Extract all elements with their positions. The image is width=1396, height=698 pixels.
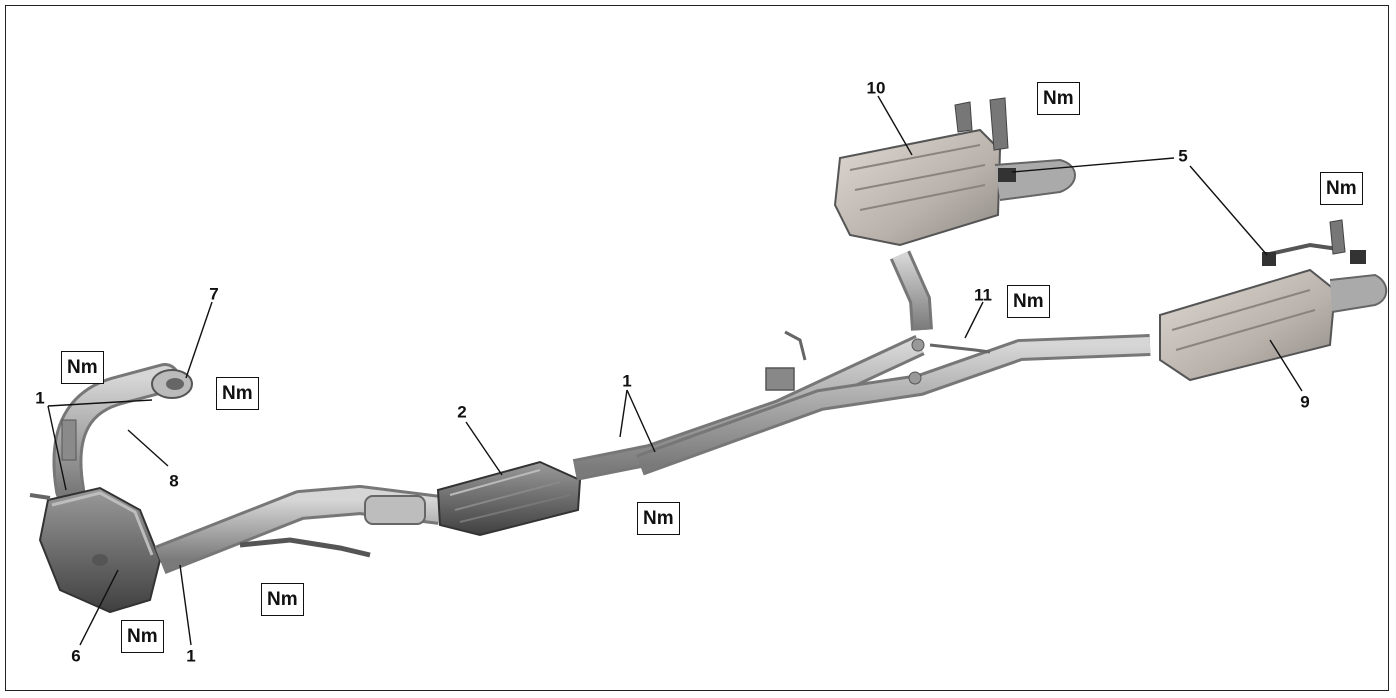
callout-8: 8 <box>169 471 179 491</box>
torque-box-hanger-11: Nm <box>1007 285 1050 318</box>
leader-lines <box>47 95 1303 646</box>
torque-box-converter: Nm <box>121 620 164 653</box>
callout-7: 7 <box>209 284 219 304</box>
torque-box-front-flange: Nm <box>216 377 259 410</box>
torque-box-front-left: Nm <box>61 351 104 384</box>
front-pipe-8 <box>52 363 193 505</box>
callout-6: 6 <box>71 646 81 666</box>
callout-1-front-flange: 1 <box>35 388 45 408</box>
catalytic-converter-6 <box>29 486 162 614</box>
rear-twin-pipes <box>572 330 1151 481</box>
rear-muffler-9 <box>1159 219 1388 382</box>
torque-box-muffler-9: Nm <box>1320 172 1363 205</box>
callout-1-rear-clamps: 1 <box>622 371 632 391</box>
center-muffler-2 <box>436 460 582 537</box>
callout-9: 9 <box>1300 392 1310 412</box>
callout-10: 10 <box>866 78 886 98</box>
callout-2: 2 <box>457 402 467 422</box>
callout-5: 5 <box>1178 146 1188 166</box>
torque-box-center: Nm <box>637 502 680 535</box>
torque-box-muffler-10: Nm <box>1037 82 1080 115</box>
diagram-frame <box>5 5 1389 691</box>
callout-11: 11 <box>974 285 992 305</box>
rear-muffler-10 <box>833 97 1076 331</box>
callout-1-converter-clamp: 1 <box>186 646 196 666</box>
torque-box-front-pipe: Nm <box>261 583 304 616</box>
front-intermediate-pipe <box>154 485 442 574</box>
